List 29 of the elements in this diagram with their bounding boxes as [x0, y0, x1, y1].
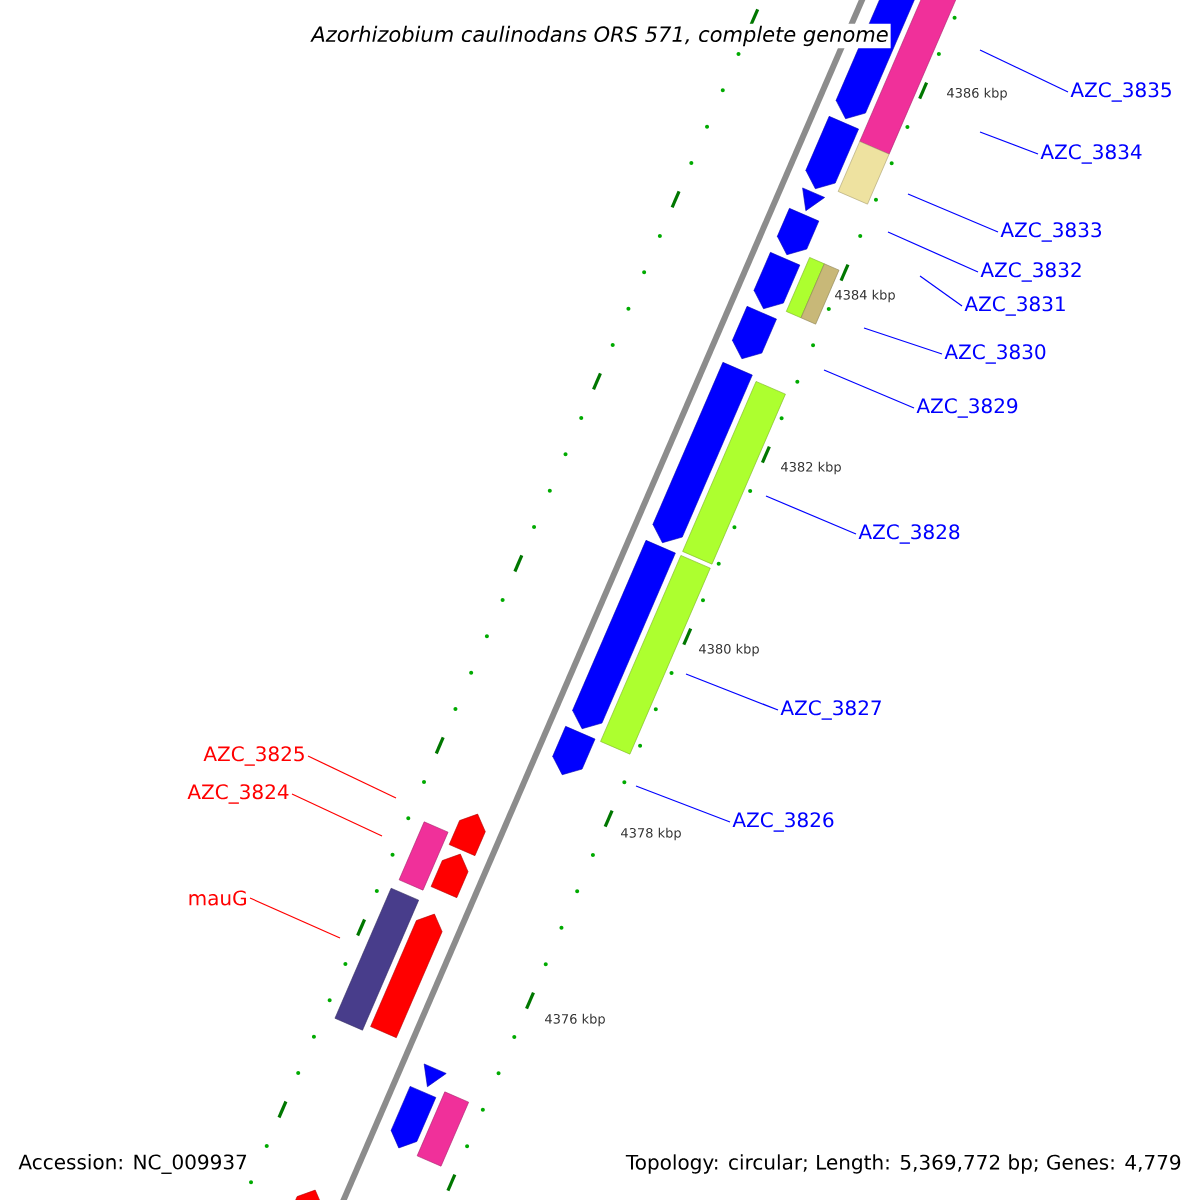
gene-label: AZC_3831	[964, 296, 1065, 316]
leader-line	[307, 755, 397, 799]
footer-text: Topology: circular; Length: 5,369,772 bp; Genes: 4,779	[623, 1152, 1184, 1176]
leader-line	[979, 131, 1039, 155]
leader-line	[887, 231, 979, 273]
gene-label: AZC_3825	[203, 746, 304, 766]
gene-label: AZC_3834	[1040, 144, 1142, 164]
gene-label: AZC_3824	[187, 784, 289, 804]
leader-line	[635, 785, 731, 823]
gene-label: AZC_3833	[1000, 222, 1102, 242]
leader-line	[249, 897, 341, 939]
leader-line	[863, 327, 943, 355]
gene-label: AZC_3828	[858, 524, 960, 544]
gene-label: AZC_3826	[732, 812, 834, 832]
gene-label: AZC_3832	[980, 262, 1081, 282]
leader-line	[291, 793, 383, 837]
leader-line	[685, 673, 779, 711]
leader-line	[979, 49, 1069, 93]
gene-label: mauG	[189, 890, 246, 906]
leader-line	[919, 275, 963, 307]
footer-text: Accession: NC_009937	[16, 1152, 250, 1176]
leader-line	[907, 193, 999, 233]
gene-label: AZC_3835	[1070, 82, 1171, 102]
leader-line	[765, 495, 857, 535]
title: Azorhizobium caulinodans ORS 571, complete genome	[309, 23, 891, 49]
gene-label: AZC_3829	[916, 398, 1018, 418]
gene-label: AZC_3830	[944, 344, 1046, 364]
gene-label: AZC_3827	[780, 700, 881, 720]
leader-line	[823, 369, 915, 409]
